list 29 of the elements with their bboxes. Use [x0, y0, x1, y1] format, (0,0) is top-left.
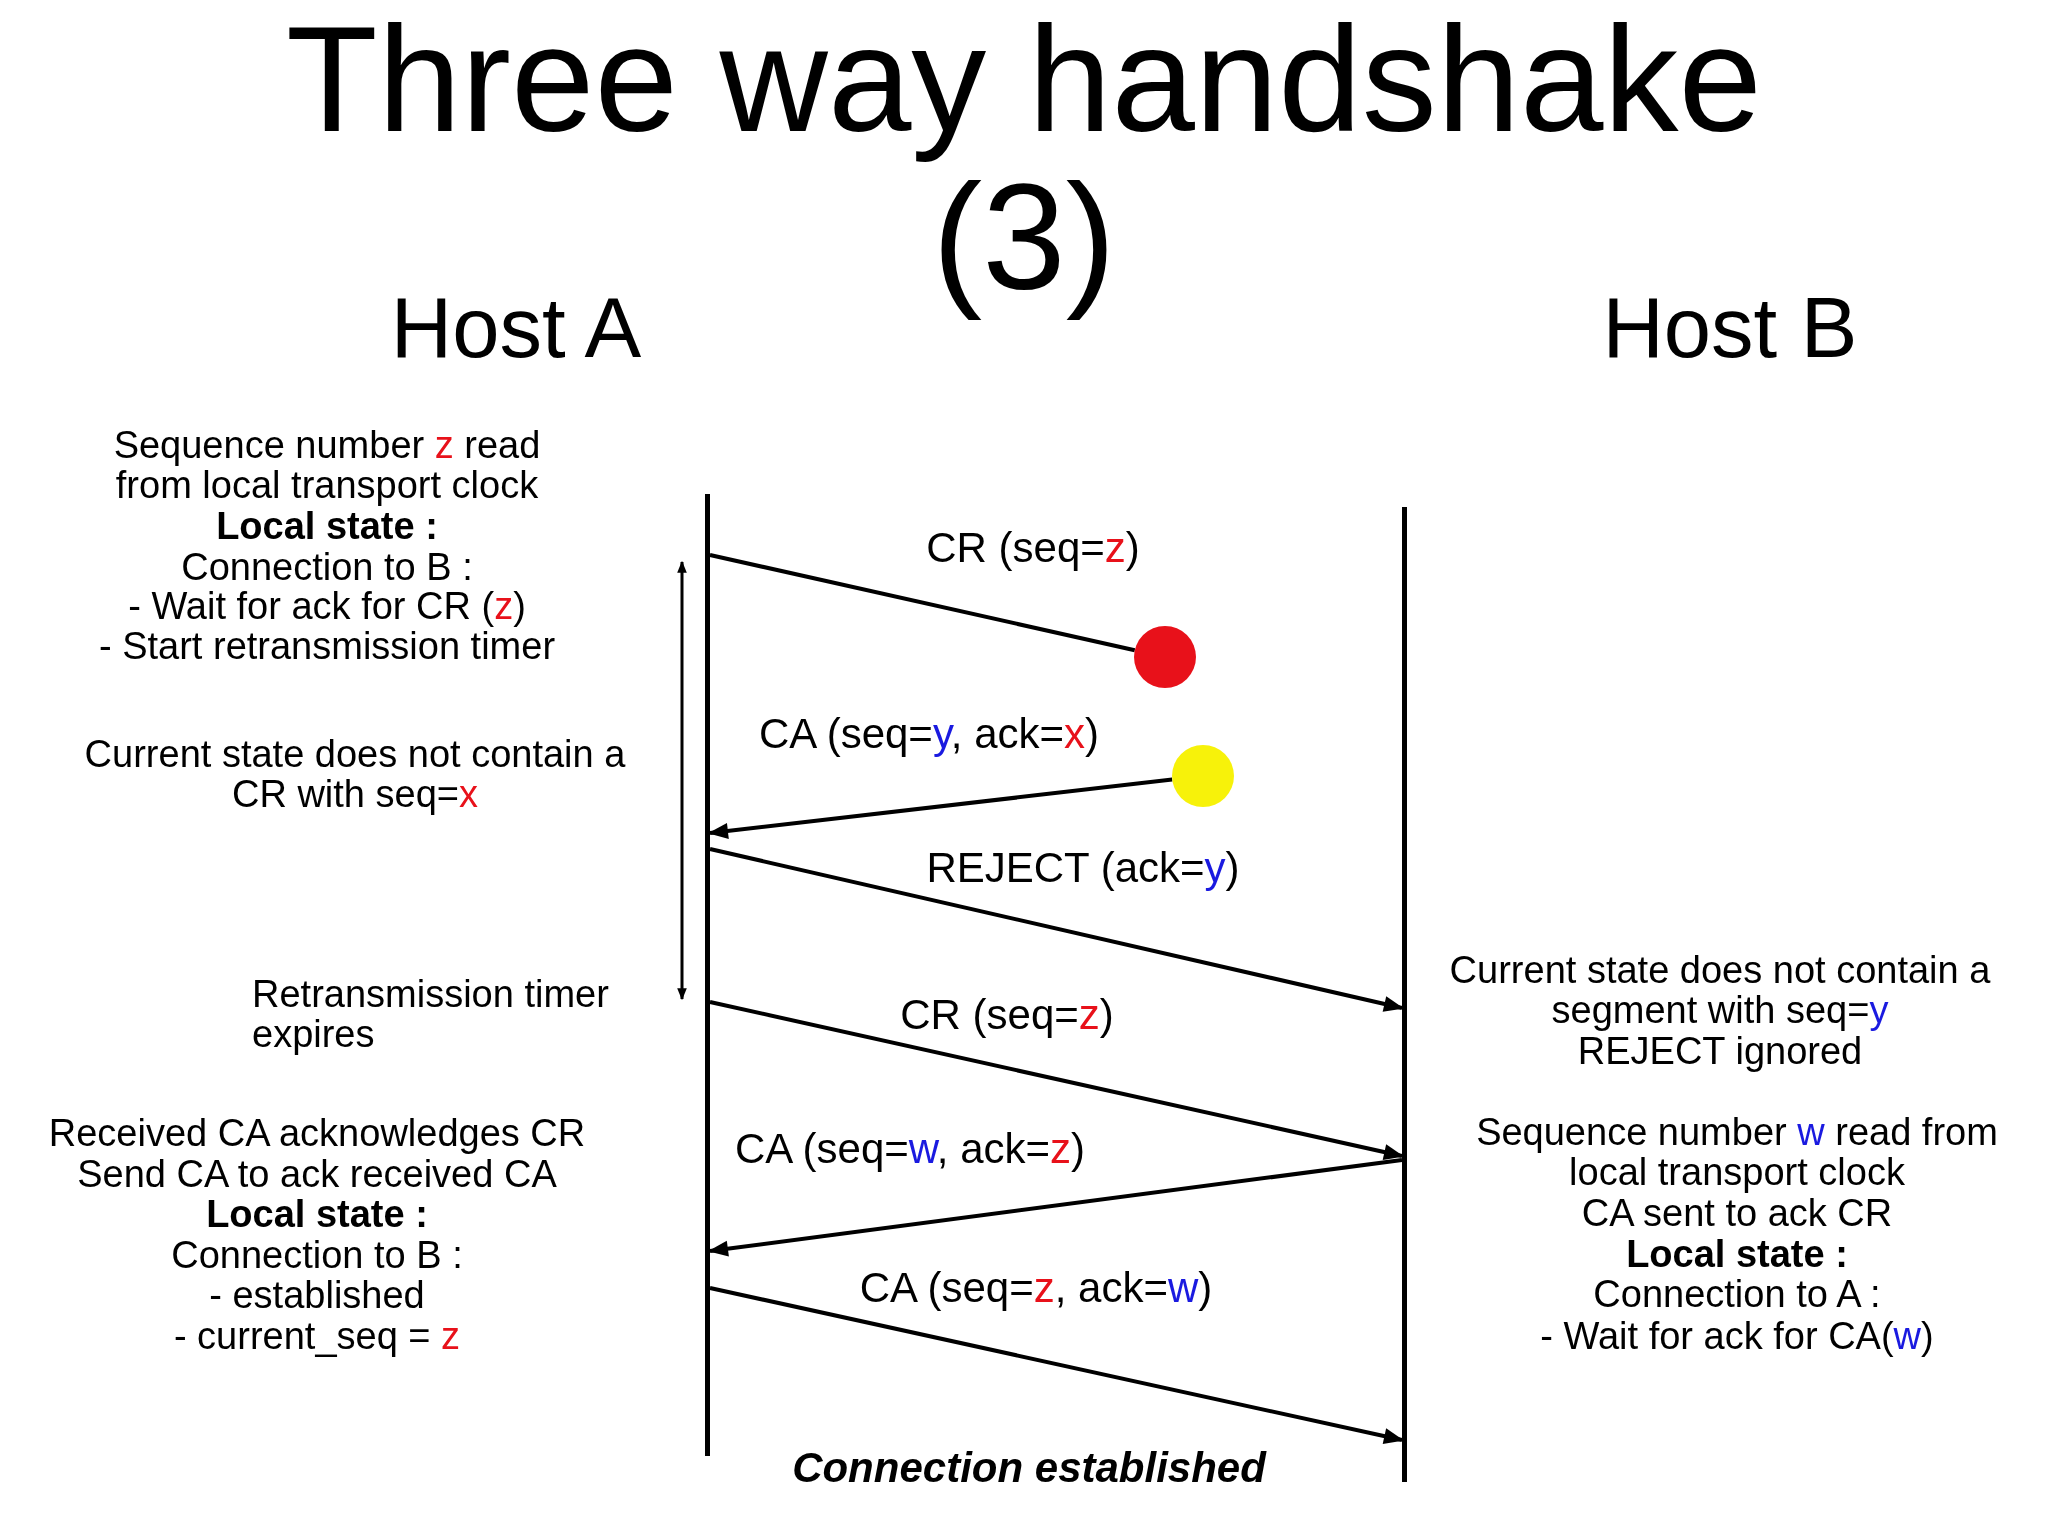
lifeline [705, 494, 710, 1456]
note-text: Connection to A : [1592, 1274, 1882, 1315]
note-text: Sequence number z read from local transport clock [112, 425, 542, 506]
note-text: - established [208, 1275, 426, 1316]
note-text: Send CA to ack received CA [76, 1154, 558, 1195]
note-text: Connection to B : [170, 1235, 464, 1276]
lifeline [1402, 507, 1407, 1482]
message-arrow [709, 1286, 1404, 1444]
state-heading: Local state : [205, 1194, 429, 1235]
note-text: Received CA acknowledges CR [47, 1113, 587, 1154]
note-text: Current state does not contain a CR with seq=x [83, 734, 627, 815]
state-heading: Local state : [215, 506, 438, 547]
note-text: REJECT ignored [1577, 1031, 1863, 1072]
note-text: Current state does not contain a segment with seq=y [1448, 950, 1992, 1031]
note-text: - Wait for ack for CA(w) [1539, 1316, 1935, 1357]
note-text: Retransmission timer expires [252, 974, 610, 1055]
state-heading: Local state : [1625, 1234, 1849, 1275]
note-text: Connection to B : [180, 547, 474, 588]
message-arrow [708, 777, 1173, 839]
message-arrow [708, 1158, 1403, 1257]
message-arrow [709, 847, 1404, 1012]
note-text: - Wait for ack for CR (z) [127, 586, 527, 627]
note-text: - Start retransmission timer [97, 626, 557, 667]
note-text: CA sent to ack CR [1580, 1193, 1894, 1234]
note-text: - current_seq = z [172, 1316, 462, 1357]
message-arrow [709, 1000, 1404, 1160]
note-text: Sequence number w read from local transport clock [1475, 1112, 1999, 1193]
host-heading: Host B [1601, 283, 1859, 374]
status-caption: Connection established [791, 1446, 1268, 1491]
